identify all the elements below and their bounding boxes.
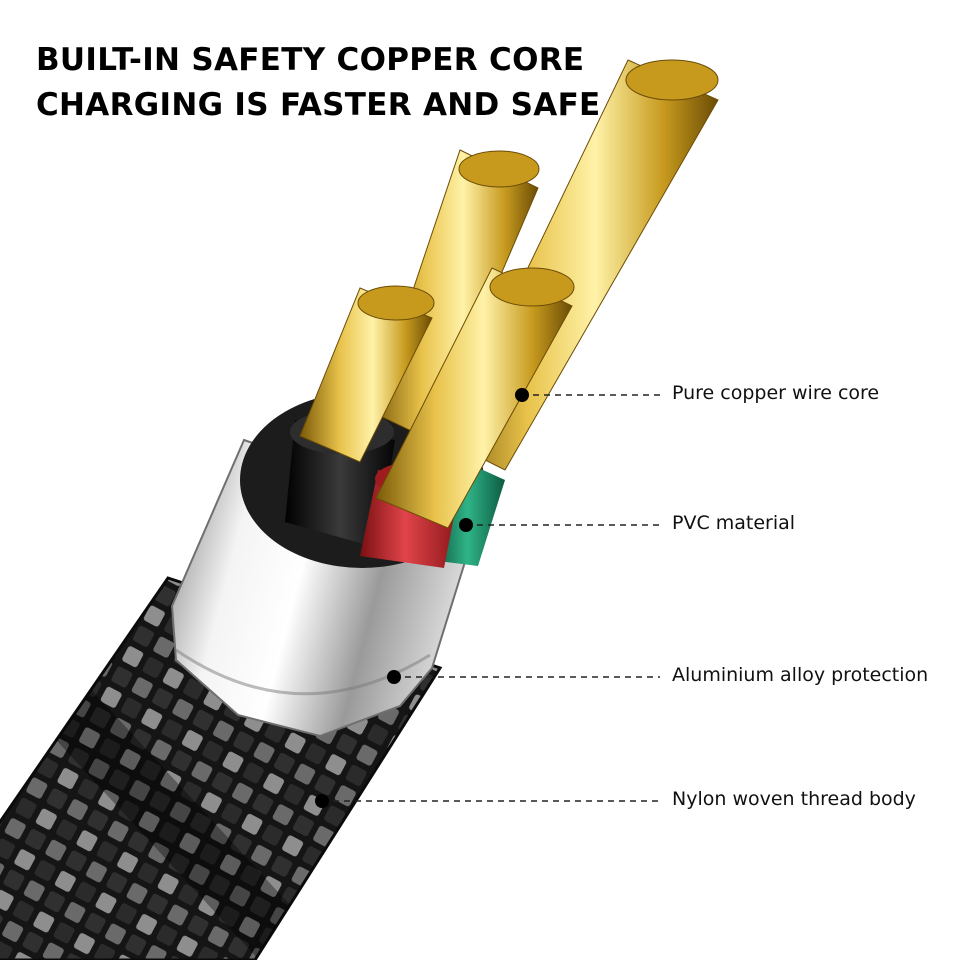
callout-label-nylon: Nylon woven thread body — [672, 788, 916, 810]
callout-label-aluminium: Aluminium alloy protection — [672, 664, 928, 686]
callout-label-pvc: PVC material — [672, 512, 795, 534]
callout-dot-icon — [387, 670, 401, 684]
callout-label-copper-core: Pure copper wire core — [672, 382, 879, 404]
headline-line-2: CHARGING IS FASTER AND SAFE — [36, 87, 601, 123]
headline-line-1: BUILT-IN SAFETY COPPER CORE — [36, 42, 584, 78]
callout-dot-icon — [459, 518, 473, 532]
callout-dot-icon — [315, 794, 329, 808]
callout-dot-icon — [515, 388, 529, 402]
